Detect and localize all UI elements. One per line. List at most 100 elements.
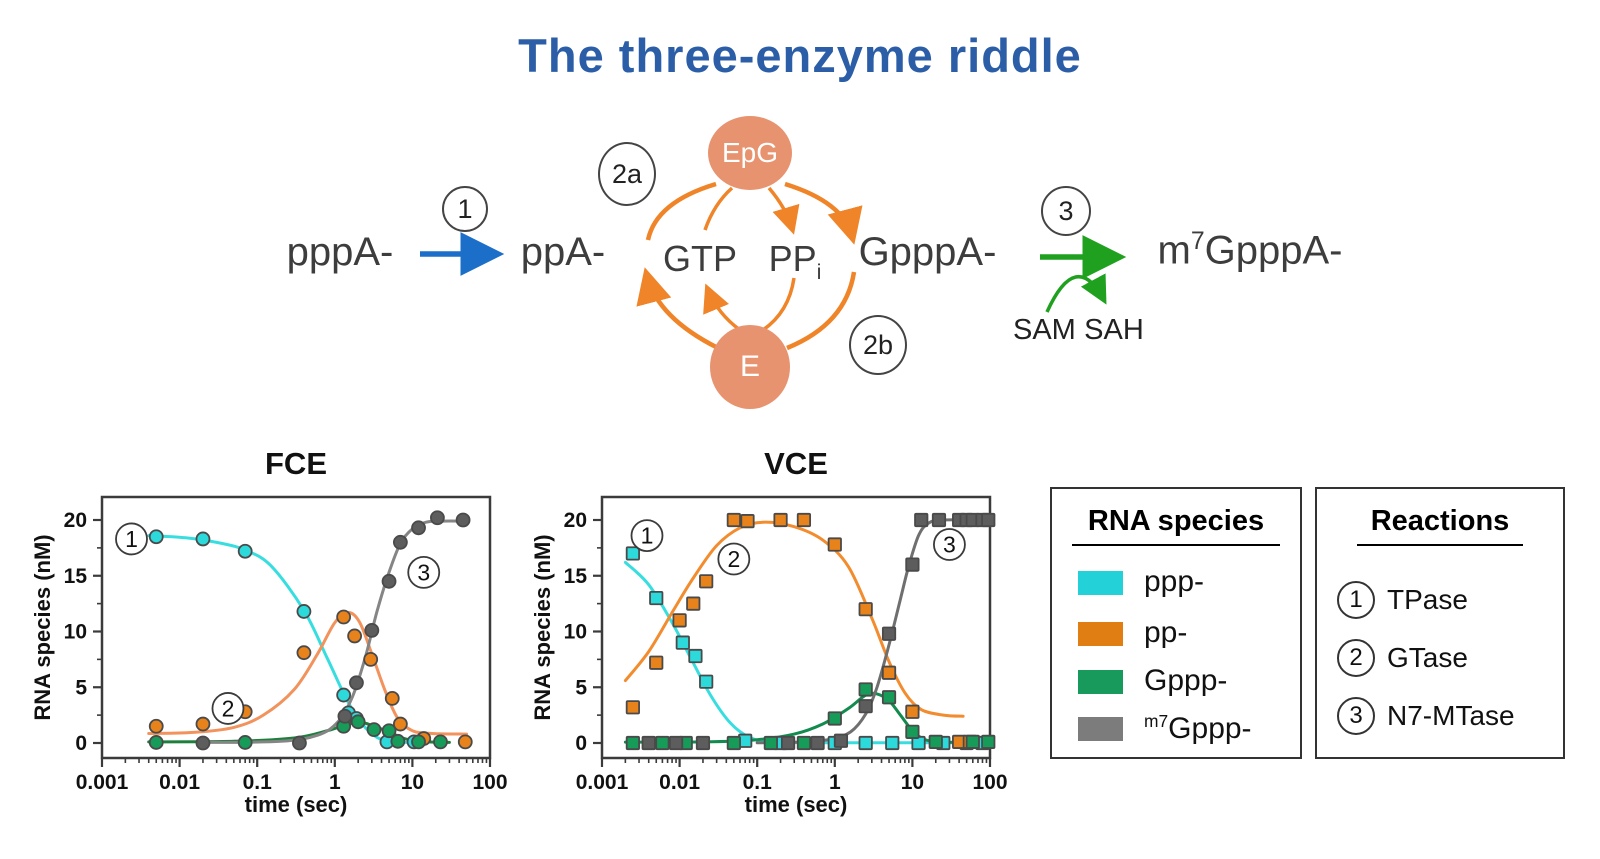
gtp-label: GTP (662, 238, 737, 279)
pp-swatch (1078, 622, 1123, 646)
svg-text:2: 2 (222, 695, 235, 721)
points-pp- (625, 512, 977, 749)
ppp-swatch (1078, 571, 1123, 595)
reaction-1-badge: 1 (1337, 581, 1375, 619)
x-tick-label: 1 (829, 771, 841, 794)
y-tick-label: 20 (64, 509, 87, 532)
points-Gppp- (625, 682, 996, 751)
step-3-badge: 3 (1041, 186, 1091, 236)
annotation-2: 2 (211, 692, 245, 725)
curve-pp- (147, 610, 469, 736)
svg-text:3: 3 (417, 559, 430, 585)
ppp-label: ppp- (1144, 565, 1205, 598)
reaction-3-badge: 3 (1337, 697, 1375, 735)
step-1-badge: 1 (442, 186, 488, 232)
annotation-1: 1 (630, 519, 664, 553)
step-2b-badge: 2b (849, 315, 907, 375)
x-tick-label: 100 (472, 771, 507, 794)
x-axis-label: time (sec) (745, 792, 848, 817)
x-tick-label: 1 (329, 771, 341, 794)
cycle-arc-upper-right (784, 181, 863, 245)
points-m7Gppp- (641, 512, 996, 751)
plot-border (100, 495, 492, 760)
annotation-2: 2 (717, 542, 751, 576)
enzyme-node: E (710, 325, 790, 409)
chart-title: FCE (265, 446, 327, 481)
svg-text:2: 2 (727, 546, 740, 572)
m7-legend-superscript: m7 (1144, 711, 1169, 731)
cycle-arrow-gtp-to-epg (703, 186, 734, 231)
legend-item-ppp: ppp- (1052, 565, 1300, 601)
points-m7Gppp- (195, 510, 471, 751)
species-ppA: ppA- (520, 230, 606, 274)
species-GpppA: GpppA- (858, 230, 997, 274)
page-title: The three-enzyme riddle (518, 29, 1082, 82)
reaction-3-label: N7-MTase (1387, 700, 1515, 731)
y-tick-label: 0 (575, 732, 587, 755)
reaction-2-badge: 2 (1337, 639, 1375, 677)
legend-item-Gppp: Gppp- (1052, 664, 1300, 700)
curve-ppp- (623, 560, 988, 745)
y-axis-label: RNA species (nM) (30, 534, 55, 720)
x-tick-label: 10 (901, 771, 924, 794)
x-axis: 0.001 0.01 0.1 1 10 100 (576, 758, 1008, 794)
curve-ppp- (147, 534, 418, 744)
ppi-subscript: i (816, 259, 822, 285)
Gppp-swatch (1078, 670, 1123, 694)
sam-sah-arrow (1045, 273, 1107, 313)
x-tick-label: 0.1 (243, 771, 273, 794)
svg-text:1: 1 (125, 526, 138, 552)
annotation-1: 1 (115, 522, 148, 556)
cycle-arc-lower-left (636, 267, 720, 351)
x-tick-label: 0.1 (743, 771, 773, 794)
rna-species-legend: RNA species ppp- pp- Gppp- m7Gppp- (1050, 487, 1302, 759)
step-2a-badge: 2a (598, 142, 656, 206)
rna-legend-title: RNA species (1072, 505, 1280, 546)
chart-title: VCE (764, 446, 828, 481)
sam-label: SAM (1013, 314, 1076, 346)
m7Gppp-label: m7Gppp- (1144, 711, 1252, 745)
annotation-3: 3 (933, 528, 966, 561)
x-tick-label: 100 (972, 771, 1007, 794)
points-Gppp- (148, 714, 448, 750)
sah-label: SAH (1084, 314, 1144, 346)
annotation-3: 3 (407, 556, 441, 589)
points-pp- (148, 609, 473, 750)
ppi-label: PPi (768, 238, 822, 285)
reaction-item-tpase: 1 TPase (1337, 581, 1583, 621)
reactions-legend-title: Reactions (1357, 505, 1523, 546)
plot-border (600, 495, 992, 760)
m7-superscript: 7 (1190, 228, 1205, 255)
reactions-legend: Reactions 1 TPase 2 GTase 3 N7-MTase (1315, 487, 1565, 759)
x-tick-label: 0.001 (576, 771, 629, 794)
legend-item-pp: pp- (1052, 616, 1300, 652)
m7Gppp-swatch (1078, 717, 1123, 741)
y-axis-label: RNA species (nM) (530, 534, 555, 720)
x-tick-label: 0.001 (76, 771, 129, 794)
points-ppp- (148, 529, 422, 750)
y-tick-label: 5 (575, 676, 587, 699)
reaction-diagram-arrows (420, 181, 1127, 351)
y-tick-label: 20 (564, 509, 587, 532)
cycle-arc-lower-right (786, 271, 857, 351)
y-tick-label: 10 (64, 621, 87, 644)
y-tick-label: 15 (564, 565, 588, 588)
vce-chart: 0.001 0.01 0.1 1 10 100 0 5 10 15 20 VCE time (sec) R… (530, 446, 1008, 817)
x-axis-label: time (sec) (245, 792, 348, 817)
curve-pp- (623, 520, 965, 718)
enzyme-gmp-node: EpG (708, 116, 792, 190)
y-tick-label: 15 (64, 565, 88, 588)
x-tick-label: 10 (401, 771, 424, 794)
cycle-arrow-e-to-gtp (703, 283, 742, 332)
y-tick-label: 5 (75, 676, 87, 699)
legend-item-m7Gppp: m7Gppp- (1052, 711, 1300, 747)
x-tick-label: 0.01 (659, 771, 700, 794)
species-m7GpppA: m7GpppA- (1157, 228, 1343, 273)
points-ppp- (625, 546, 990, 751)
reaction-item-n7mtase: 3 N7-MTase (1337, 697, 1583, 737)
svg-text:3: 3 (943, 532, 956, 558)
